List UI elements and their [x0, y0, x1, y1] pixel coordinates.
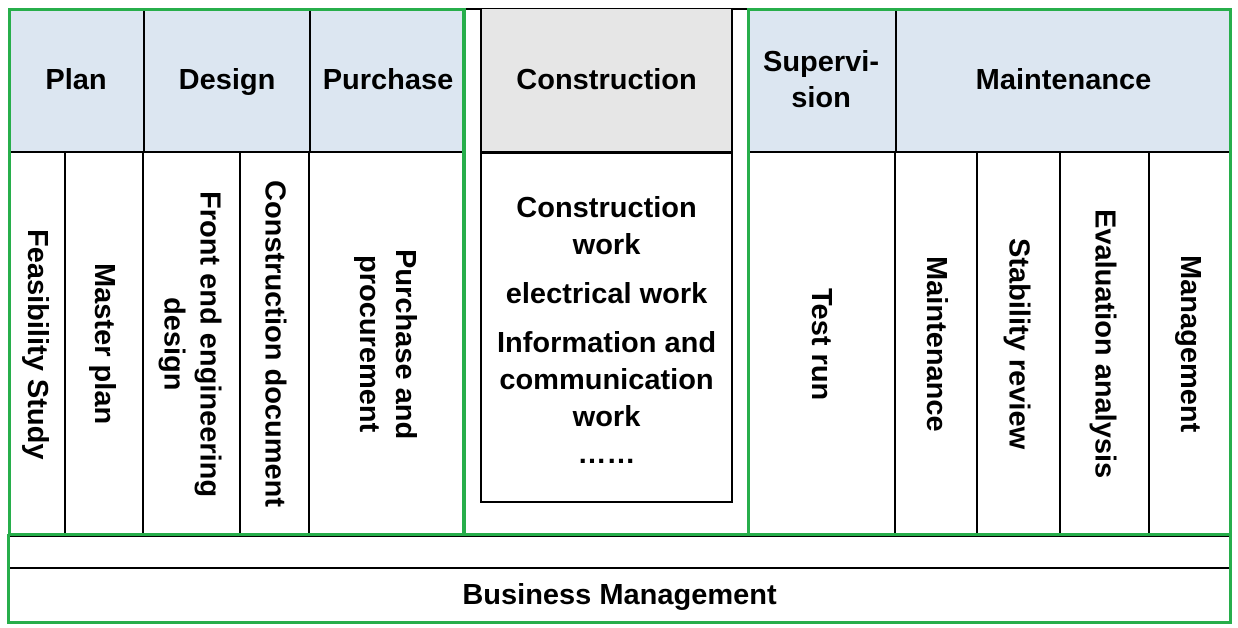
divider-maint-2: [1059, 152, 1061, 536]
header-supervision-label: Supervi- sion: [762, 46, 880, 114]
divider-design-purchase: [308, 152, 310, 536]
divider-maint-3: [1148, 152, 1150, 536]
task-front-end-design: Front end engineering design: [157, 190, 226, 498]
business-management-label: Business Management: [462, 579, 777, 611]
task-electrical-work: electrical work: [505, 277, 708, 310]
cell-evaluation-analysis: Evaluation analysis: [1061, 154, 1148, 534]
cell-test-run: Test run: [748, 154, 894, 534]
divider-body-bottom: [9, 535, 1230, 537]
divider-design-inner: [239, 152, 241, 536]
task-maintenance: Maintenance: [920, 256, 952, 432]
business-management-bar: Business Management: [9, 569, 1230, 622]
cell-master-plan: Master plan: [66, 154, 142, 534]
cell-front-end-design: Front end engineering design: [144, 154, 239, 534]
construction-task-box: Construction work electrical work Inform…: [480, 152, 733, 503]
task-feasibility-study: Feasibility Study: [21, 228, 53, 460]
divider-plan-design: [142, 152, 144, 536]
header-supervision: Supervi- sion: [747, 9, 895, 153]
header-maintenance-label: Maintenance: [975, 64, 1152, 96]
header-plan: Plan: [9, 9, 143, 153]
divider-footer-top: [9, 567, 1230, 569]
divider-supervision-maintenance: [894, 152, 896, 536]
divider-plan-inner: [64, 152, 66, 536]
header-construction: Construction: [480, 9, 733, 153]
task-stability-review: Stability review: [1002, 238, 1035, 450]
cell-maintenance: Maintenance: [896, 154, 976, 534]
header-design: Design: [143, 9, 309, 153]
header-plan-label: Plan: [45, 64, 107, 96]
cell-purchase-procurement: Purchase and procurement: [310, 154, 464, 534]
header-purchase-label: Purchase: [322, 64, 454, 96]
header-maintenance: Maintenance: [895, 9, 1230, 153]
task-construction-document: Construction document: [258, 180, 291, 508]
task-ict-work: Information and communication work: [496, 326, 717, 433]
divider-maint-1: [976, 152, 978, 536]
cell-management: Management: [1150, 154, 1230, 534]
cell-construction-document: Construction document: [241, 154, 308, 534]
task-master-plan: Master plan: [88, 263, 120, 425]
task-evaluation-analysis: Evaluation analysis: [1088, 209, 1121, 479]
task-management: Management: [1174, 255, 1206, 433]
cell-feasibility-study: Feasibility Study: [10, 154, 64, 534]
task-construction-work: Construction work: [516, 191, 697, 261]
header-construction-label: Construction: [516, 64, 697, 96]
task-purchase-procurement: Purchase and procurement: [353, 248, 421, 440]
cell-stability-review: Stability review: [978, 154, 1059, 534]
task-test-run: Test run: [805, 287, 837, 401]
header-purchase: Purchase: [309, 9, 465, 153]
task-ellipsis: ……: [577, 437, 636, 470]
header-design-label: Design: [178, 64, 276, 96]
